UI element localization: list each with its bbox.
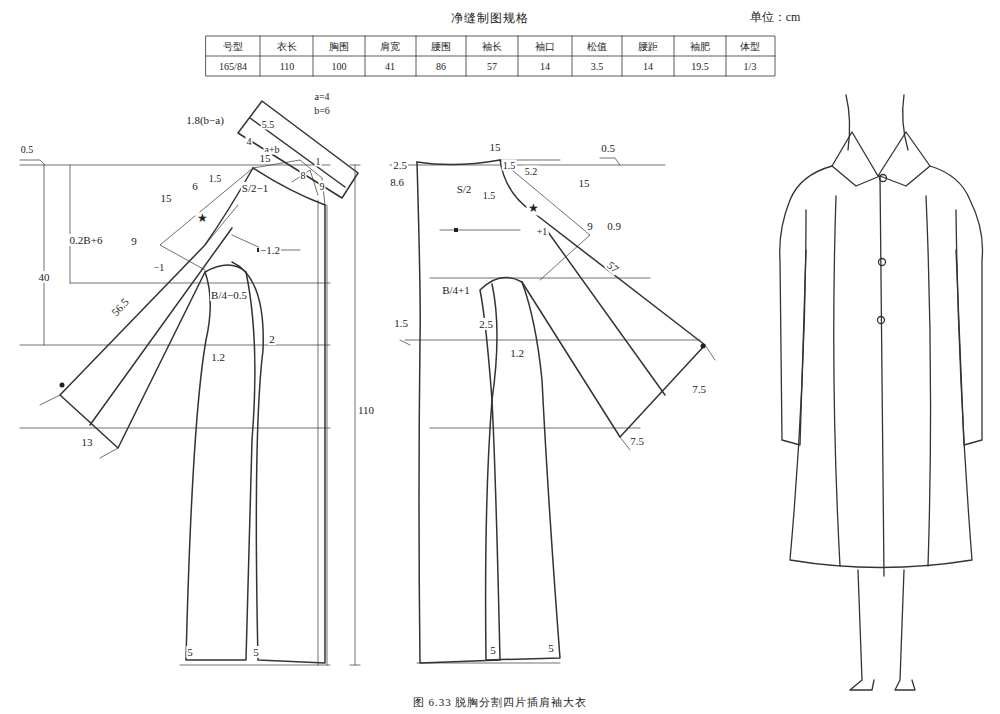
dimension-label: B/4+1 [441, 284, 471, 296]
dimension-label: 0.5 [20, 144, 35, 155]
mark-dots [60, 228, 706, 388]
dimension-label: 13 [81, 436, 94, 448]
dimension-label: 1.5 [482, 190, 497, 201]
table-cell: 袖长 [481, 41, 503, 52]
coat-illustration [780, 95, 983, 690]
table-cell: 1/3 [743, 61, 758, 72]
dimension-label: 9 [586, 220, 594, 232]
back-outline [417, 160, 705, 663]
dimension-label: 15 [578, 177, 591, 189]
unit-note: 单位：cm [749, 11, 802, 24]
dimension-label: 5 [547, 642, 555, 654]
dimension-label: 5 [186, 646, 194, 658]
table-cell: 袖口 [534, 41, 556, 52]
dimension-label: 5 [489, 644, 497, 656]
table-cell: 袖肥 [689, 41, 711, 52]
table-cell: 肩宽 [379, 41, 401, 52]
front-guides [20, 160, 360, 665]
dimension-label: 9 [319, 181, 326, 192]
dimension-label: ★ [196, 212, 209, 225]
table-cell: 86 [435, 61, 447, 72]
dimension-label: 0.5 [600, 142, 616, 154]
front-outline [60, 101, 358, 663]
table-cell: 100 [331, 61, 348, 72]
table-grid [206, 36, 775, 76]
dimension-label: 1 [315, 156, 322, 167]
dimension-label: 1.5 [502, 160, 517, 171]
table-cell: 号型 [222, 41, 244, 52]
table-cell: 体型 [739, 41, 761, 52]
table-cell: 14 [642, 61, 654, 72]
dimension-label: 0.9 [606, 220, 622, 232]
table-cell: 19.5 [690, 61, 710, 72]
dimension-label: S/2−1 [241, 182, 269, 194]
dimension-label: 2.5 [478, 318, 494, 330]
table-cell: 3.5 [590, 61, 605, 72]
dimension-label: a=4 [313, 91, 330, 102]
dimension-label: 15 [160, 192, 173, 204]
table-cell: 41 [384, 61, 396, 72]
back-guides [390, 158, 715, 663]
table-cell: 衣长 [276, 41, 298, 52]
table-cell: 松值 [586, 41, 608, 52]
dimension-label: 15 [259, 152, 272, 164]
dimension-label: 6 [191, 180, 199, 192]
dimension-label: 2.5 [392, 159, 408, 171]
dimension-label: 4 [246, 136, 253, 147]
dimension-label: 7.5 [691, 383, 707, 395]
table-cell: 腰距 [637, 41, 659, 52]
table-cell: 110 [279, 61, 296, 72]
dimension-label: 56.5 [108, 295, 131, 319]
dimension-label: 2 [268, 333, 276, 345]
table-cell: 57 [486, 61, 498, 72]
dimension-label: 1.5 [208, 173, 223, 184]
dimension-label: 1.8(b−a) [185, 114, 225, 126]
dimension-label: −1.2 [259, 244, 281, 256]
dimension-label: 8.6 [389, 176, 405, 188]
table-title: 净缝制图规格 [451, 10, 529, 27]
dimension-label: B/4−0.5 [210, 289, 248, 301]
figure-caption: 图 6.33 脱胸分割四片插肩袖大衣 [413, 695, 588, 710]
dimension-label: S/2 [456, 183, 473, 195]
dimension-label: +1 [536, 226, 549, 237]
dimension-label: 110 [357, 404, 375, 416]
dimension-label: ★ [527, 202, 540, 215]
table-cell: 165/84 [218, 61, 248, 72]
dimension-label: 40 [38, 271, 51, 283]
table-cell: 14 [539, 61, 551, 72]
dimension-label: 5.2 [524, 166, 539, 177]
dimension-label: b=6 [313, 105, 331, 116]
dimension-label: 5.5 [261, 119, 276, 130]
dimension-label: 8 [300, 170, 307, 181]
dimension-label: −1 [153, 262, 166, 273]
table-cell: 胸围 [328, 41, 350, 52]
table-cell: 腰围 [430, 41, 452, 52]
dimension-label: 1.2 [210, 351, 226, 363]
dimension-label: 1.5 [393, 317, 409, 329]
dimension-label: 7.5 [629, 435, 645, 447]
dimension-label: 9 [130, 235, 138, 247]
dimension-label: 0.2B+6 [69, 234, 104, 246]
dimension-label: 1.2 [509, 347, 525, 359]
dimension-label: 57 [604, 258, 622, 276]
dimension-label: 5 [252, 646, 260, 658]
dimension-label: 15 [489, 141, 502, 153]
